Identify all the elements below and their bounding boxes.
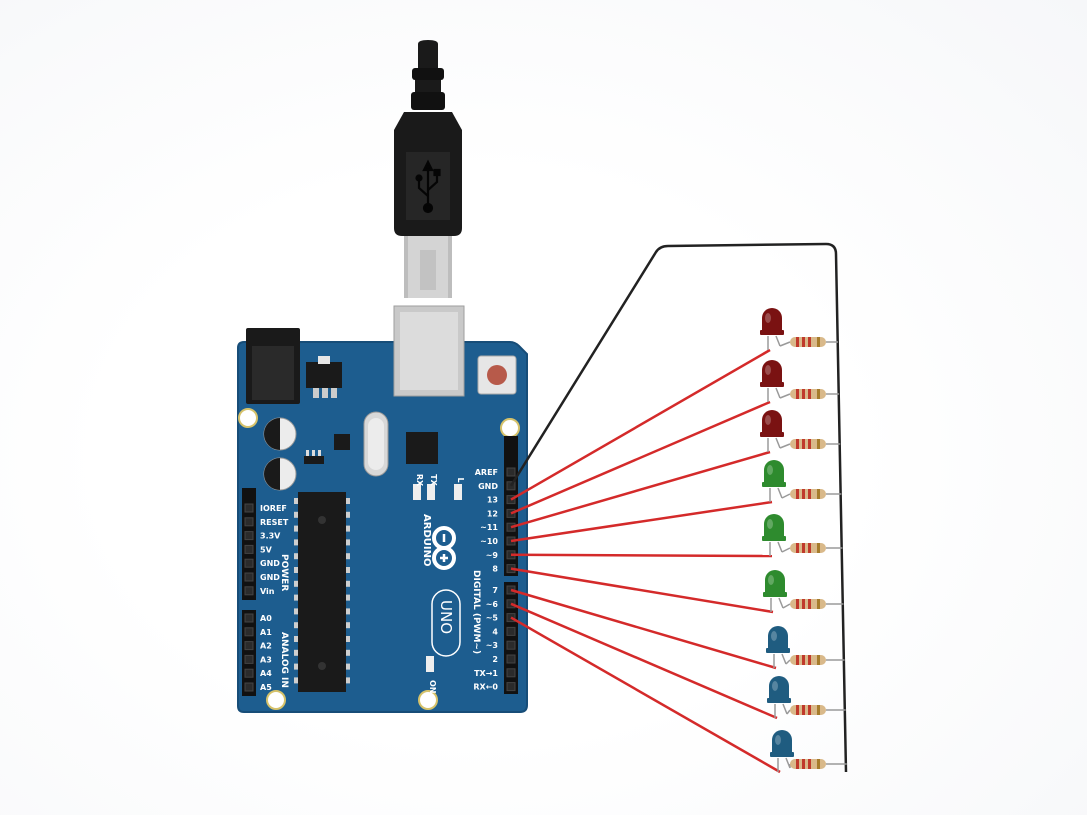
diode-array <box>304 450 324 464</box>
led-green[interactable] <box>763 570 787 612</box>
svg-text:RX: RX <box>415 474 424 487</box>
svg-text:TX: TX <box>429 474 438 486</box>
analog-pin-label: A4 <box>260 669 272 678</box>
power-pin-label: GND <box>260 573 280 582</box>
led-blue[interactable] <box>766 626 790 668</box>
capacitor <box>263 417 297 451</box>
resistor[interactable] <box>779 439 841 449</box>
usb-b-port <box>393 305 465 397</box>
digital-pin-label: 8 <box>492 565 498 574</box>
power-pin-label: Vin <box>260 587 275 596</box>
usb-icon <box>415 159 441 214</box>
digital-pin-label: 2 <box>492 655 498 664</box>
digital-pin-label: RX←0 <box>473 683 498 692</box>
arduino-logo <box>432 526 456 570</box>
analog-header-label: ANALOG IN <box>279 632 289 688</box>
svg-text:L: L <box>456 477 465 482</box>
resistor[interactable] <box>779 337 838 347</box>
led-blue[interactable] <box>770 730 794 772</box>
resistor[interactable] <box>789 759 847 769</box>
signal-wire[interactable] <box>510 567 774 614</box>
led-blue[interactable] <box>767 676 791 718</box>
signal-wire[interactable] <box>510 348 771 501</box>
signal-wire[interactable] <box>510 616 781 774</box>
power-header[interactable] <box>242 488 256 600</box>
power-pin-label: RESET <box>260 518 289 527</box>
digital-pin-label: ~9 <box>486 551 499 560</box>
atmega-chip <box>294 492 350 692</box>
voltage-regulator <box>306 356 342 398</box>
brand-label: ARDUINO <box>421 514 432 566</box>
led-red[interactable] <box>760 410 784 452</box>
mounting-hole <box>238 408 258 428</box>
digital-pin-label: ~5 <box>486 614 499 623</box>
digital-header-bottom[interactable] <box>504 582 518 694</box>
digital-pin-label: 7 <box>492 586 498 595</box>
digital-pin-label: 4 <box>492 627 498 636</box>
resistor[interactable] <box>786 705 846 715</box>
reset-button[interactable] <box>477 355 517 395</box>
usb-controller-chip <box>406 432 438 464</box>
resistor[interactable] <box>781 543 843 553</box>
power-pin-label: 5V <box>260 545 273 554</box>
l-led: L <box>454 477 465 500</box>
digital-pin-label: ~10 <box>480 537 498 546</box>
mounting-hole <box>500 418 520 438</box>
capacitor <box>263 457 297 491</box>
resistor[interactable] <box>779 389 840 399</box>
signal-wire[interactable] <box>510 553 773 558</box>
power-header-label: POWER <box>279 554 289 591</box>
power-pin-label: IOREF <box>260 504 287 513</box>
resistor[interactable] <box>782 599 844 609</box>
analog-pin-label: A3 <box>260 655 272 664</box>
analog-pin-label: A0 <box>260 614 272 623</box>
model-badge: UNO <box>431 589 461 657</box>
analog-pin-label: A2 <box>260 642 272 651</box>
analog-pin-label: A1 <box>260 628 272 637</box>
signal-wire[interactable] <box>510 500 773 543</box>
power-jack <box>246 328 300 404</box>
ground-wire[interactable] <box>509 242 848 773</box>
digital-header-label: DIGITAL (PWM~) <box>471 570 481 654</box>
digital-pin-label: GND <box>478 482 498 491</box>
digital-pin-label: AREF <box>475 468 498 477</box>
mounting-hole <box>418 690 438 710</box>
signal-wire[interactable] <box>510 602 778 720</box>
usb-cable[interactable] <box>394 40 462 298</box>
on-led: ON <box>426 656 437 694</box>
digital-pin-label: 12 <box>487 509 498 518</box>
signal-wire[interactable] <box>510 588 777 670</box>
led-red[interactable] <box>760 308 784 350</box>
resistor[interactable] <box>781 489 842 499</box>
led-green[interactable] <box>762 514 786 556</box>
power-pin-label: 3.3V <box>260 532 281 541</box>
arduino-board[interactable]: RX TX L ON ARDUINO <box>237 305 528 713</box>
mounting-hole <box>266 690 286 710</box>
led-green[interactable] <box>762 460 786 502</box>
svg-text:UNO: UNO <box>437 600 455 634</box>
digital-pin-label: 13 <box>487 496 498 505</box>
rx-led: RX <box>413 474 424 500</box>
signal-wire[interactable] <box>510 400 771 515</box>
digital-pin-label: ~6 <box>486 600 499 609</box>
smd-chip <box>334 434 350 450</box>
digital-pin-label: ~3 <box>486 641 498 650</box>
analog-header[interactable] <box>242 610 256 696</box>
digital-pin-label: ~11 <box>480 523 498 532</box>
resistor[interactable] <box>785 655 845 665</box>
tx-led: TX <box>427 474 438 500</box>
svg-text:ON: ON <box>428 680 437 694</box>
digital-pin-label: TX→1 <box>474 669 498 678</box>
led-red[interactable] <box>760 360 784 402</box>
signal-wire[interactable] <box>510 450 771 529</box>
crystal-oscillator <box>363 411 389 477</box>
power-pin-label: GND <box>260 559 280 568</box>
analog-pin-label: A5 <box>260 683 272 692</box>
